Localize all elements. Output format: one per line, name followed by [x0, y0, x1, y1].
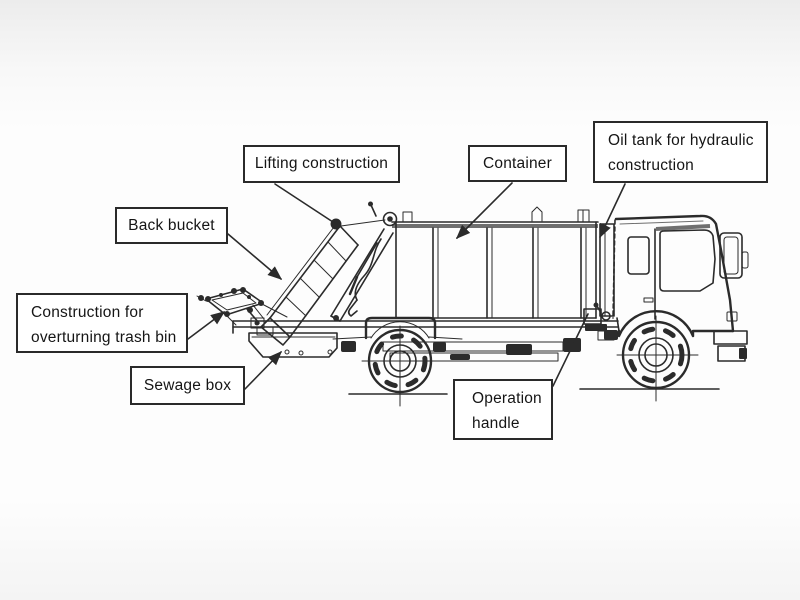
leader-overturn — [187, 311, 226, 340]
leader-operation-handle — [552, 313, 589, 387]
leader-container — [455, 182, 513, 240]
label-overturn-construction: Construction for overturning trash bin — [16, 293, 188, 353]
label-operation-handle-line1: Operation — [472, 390, 542, 407]
label-sewage-box-text: Sewage box — [143, 376, 232, 394]
label-oil-tank-line1: Oil tank for hydraulic — [608, 132, 754, 149]
label-lifting-construction: Lifting construction — [243, 145, 400, 183]
rear-wheel — [361, 325, 441, 407]
oil-tank-part — [599, 223, 615, 317]
sewage-box-part — [248, 332, 338, 358]
operation-handle-part — [583, 302, 611, 331]
truck-cab — [597, 214, 749, 362]
leader-sewage-box — [244, 350, 283, 390]
leader-lines — [187, 182, 626, 390]
label-operation-handle-line2: handle — [472, 415, 520, 432]
lifting-arm-part — [330, 201, 398, 322]
label-lifting-construction-text: Lifting construction — [254, 155, 389, 172]
label-container: Container — [468, 145, 567, 182]
front-wheel — [616, 315, 699, 402]
chassis-frame — [232, 320, 619, 362]
leader-back-bucket — [227, 233, 283, 280]
leader-lifting-construction — [274, 183, 342, 230]
label-overturn-line1: Construction for — [31, 304, 144, 321]
label-back-bucket-text: Back bucket — [128, 216, 215, 234]
label-oil-tank: Oil tank for hydraulic construction — [593, 121, 768, 183]
trash-bin-tipper-part — [196, 287, 288, 329]
label-container-text: Container — [482, 154, 552, 172]
leader-oil-tank — [599, 183, 626, 239]
back-bucket-part — [260, 219, 386, 346]
label-back-bucket: Back bucket — [115, 207, 228, 244]
label-oil-tank-line2: construction — [608, 157, 694, 174]
label-sewage-box: Sewage box — [130, 366, 245, 405]
label-overturn-line2: overturning trash bin — [31, 329, 177, 346]
container-body — [391, 206, 599, 319]
label-operation-handle: Operation handle — [453, 379, 553, 440]
ground-lines — [348, 388, 720, 395]
